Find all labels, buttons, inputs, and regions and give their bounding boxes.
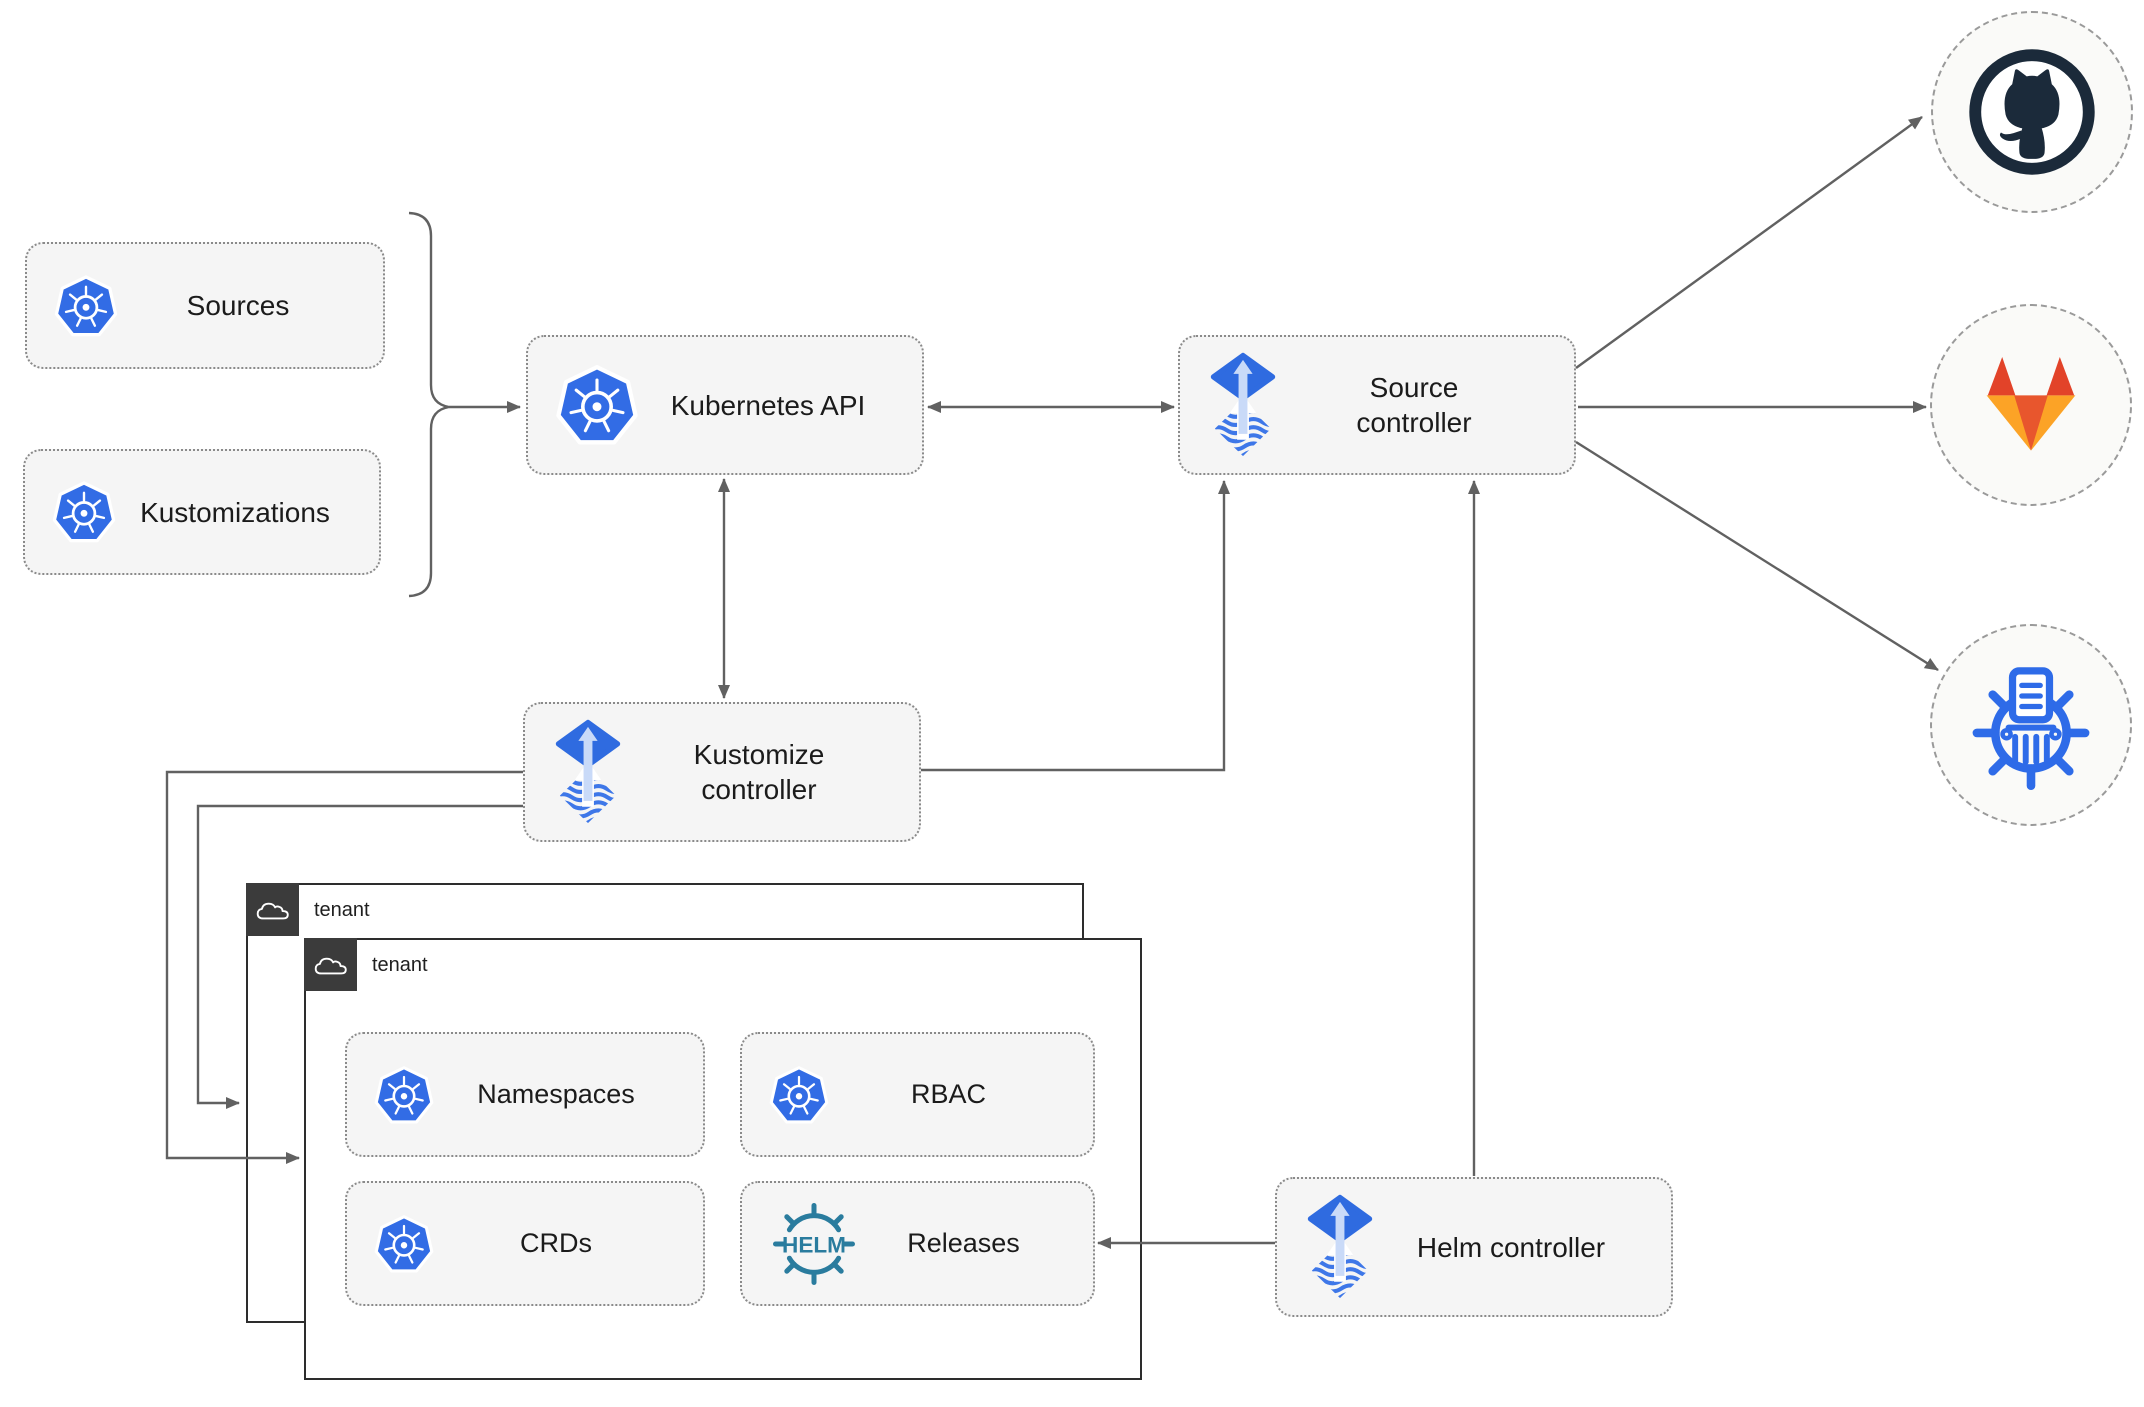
tenant-back-label: tenant <box>314 899 370 921</box>
node-source-controller-label: Source controller <box>1356 372 1472 438</box>
node-kustomizations: Kustomizations <box>23 449 381 575</box>
github-octocat-icon <box>1966 46 2098 178</box>
endpoint-helm-repository <box>1930 624 2132 826</box>
tenant-box-front: tenant <box>304 938 1142 1380</box>
tenant-front-label: tenant <box>372 954 428 976</box>
node-source-controller: Source controller <box>1178 335 1576 475</box>
node-crds: CRDs <box>345 1181 705 1306</box>
node-rbac-label: RBAC <box>910 1078 986 1109</box>
node-helm-controller: Helm controller <box>1275 1177 1673 1317</box>
node-sources: Sources <box>25 242 385 369</box>
brace-sources-kustomizations <box>408 211 450 598</box>
helm-wheel-logo: HELM <box>768 1200 860 1288</box>
node-rbac: RBAC <box>740 1032 1095 1157</box>
node-kubernetes-api-label: Kubernetes API <box>670 389 866 421</box>
node-kustomize-controller: Kustomize controller <box>523 702 921 842</box>
node-helm-controller-label: Helm controller <box>1416 1231 1606 1263</box>
flux-icon <box>551 716 625 828</box>
node-releases: HELM Releases <box>740 1181 1095 1306</box>
edge-source-controller-to-github <box>1575 116 1923 369</box>
node-sources-label: Sources <box>186 290 290 321</box>
svg-text:HELM: HELM <box>782 1232 846 1257</box>
node-crds-label: CRDs <box>520 1227 592 1258</box>
kubernetes-icon <box>373 1064 435 1126</box>
flux-icon <box>1303 1191 1377 1303</box>
chartmuseum-wheel-columns-icon <box>1965 659 2097 791</box>
kubernetes-icon <box>554 362 640 448</box>
node-kustomizations-label: Kustomizations <box>140 496 330 528</box>
cloud-icon <box>246 883 299 936</box>
endpoint-github <box>1931 11 2133 213</box>
node-kustomize-controller-label: Kustomize controller <box>693 739 825 805</box>
flux-icon <box>1206 349 1280 461</box>
edge-source-controller-to-helm-repository <box>1575 440 1939 672</box>
kubernetes-icon <box>53 273 119 339</box>
node-kubernetes-api: Kubernetes API <box>526 335 924 475</box>
endpoint-gitlab <box>1930 304 2132 506</box>
node-releases-label: Releases <box>907 1227 1020 1258</box>
kubernetes-icon <box>768 1064 830 1126</box>
node-namespaces: Namespaces <box>345 1032 705 1157</box>
kubernetes-icon <box>51 479 117 545</box>
kubernetes-icon <box>373 1213 435 1275</box>
gitlab-fox-icon <box>1971 349 2091 461</box>
cloud-icon <box>304 938 357 991</box>
edge-kustomize-to-source-controller <box>921 480 1230 772</box>
node-namespaces-label: Namespaces <box>477 1078 635 1109</box>
